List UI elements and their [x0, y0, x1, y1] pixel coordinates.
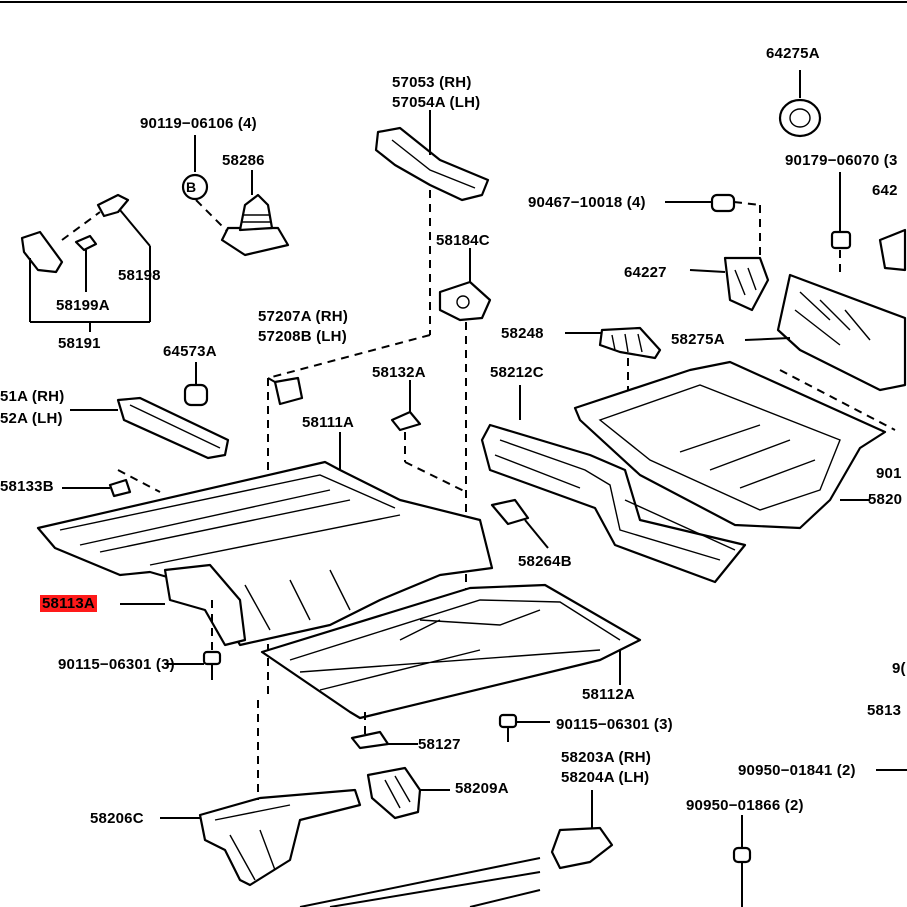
label-58127: 58127 [418, 736, 461, 753]
label-57207a: 57207A (RH) [258, 308, 349, 325]
label-64573a: 64573A [163, 343, 217, 360]
label-64227: 64227 [624, 264, 667, 281]
label-58199a: 58199A [56, 297, 110, 314]
label-90179: 90179−06070 (3 [785, 152, 898, 169]
plug-64573a [183, 362, 209, 407]
label-90950-b: 90950−01866 (2) [686, 797, 804, 814]
label-642: 642 [872, 182, 898, 199]
label-58248: 58248 [501, 325, 544, 342]
label-90467: 90467−10018 (4) [528, 194, 646, 211]
bracket-58191-group [20, 193, 151, 332]
bolt-90179 [830, 172, 852, 275]
panel-58275a [744, 273, 907, 392]
floor-58111a [36, 432, 494, 647]
callout-b: B [186, 179, 197, 195]
part-642 [878, 228, 907, 272]
label-64275a: 64275A [766, 45, 820, 62]
clip-58133b [62, 469, 161, 498]
label-58198: 58198 [118, 267, 161, 284]
label-90115-left: 90115−06301 (3) [58, 656, 175, 673]
label-5820: 5820 [868, 491, 903, 508]
sill-rails [299, 857, 541, 907]
bolt-90950 [732, 769, 907, 907]
label-58206c: 58206C [90, 810, 144, 827]
bracket-58209a [366, 766, 450, 820]
floor-58112a [260, 583, 642, 720]
label-57208b: 57208B (LH) [258, 328, 347, 345]
label-90950-a: 90950−01841 (2) [738, 762, 856, 779]
boot-58286 [181, 135, 290, 257]
label-90119: 90119−06106 (4) [140, 115, 257, 132]
label-58184c: 58184C [436, 232, 490, 249]
label-58286: 58286 [222, 152, 265, 169]
clip-58264b [490, 498, 549, 549]
label-90115-mid: 90115−06301 (3) [556, 716, 673, 733]
label-58203a: 58203A (RH) [561, 749, 652, 766]
label-58132a: 58132A [372, 364, 426, 381]
clip-58132a [390, 380, 467, 493]
floor-58206c [160, 700, 362, 887]
bracket-51a [70, 396, 230, 460]
label-901: 901 [876, 465, 902, 482]
label-58113a-highlight: 58113A [40, 595, 97, 612]
label-51a: 51A (RH) [0, 388, 65, 405]
label-58112a: 58112A [582, 686, 635, 703]
label-58111a: 58111A [302, 414, 355, 431]
label-57054a: 57054A (LH) [392, 94, 481, 111]
label-9: 9( [892, 660, 906, 677]
label-5813: 5813 [867, 702, 902, 719]
floor-rear-right [573, 360, 896, 530]
floor-58212c [480, 385, 747, 584]
label-58113a: 58113A [40, 595, 97, 612]
grommet-64275a [778, 70, 822, 138]
bracket-58203a [550, 790, 614, 870]
label-58191: 58191 [58, 335, 101, 352]
label-58212c: 58212C [490, 364, 544, 381]
label-58264b: 58264B [518, 553, 572, 570]
label-58275a: 58275A [671, 331, 725, 348]
clip-58127 [350, 712, 418, 750]
clip-90467 [665, 193, 761, 213]
bolt-90115-left [165, 600, 222, 680]
label-52a: 52A (LH) [0, 410, 63, 427]
bracket-64227 [689, 205, 770, 312]
label-58133b: 58133B [0, 478, 54, 495]
block-57207a [267, 376, 304, 406]
label-58204a: 58204A (LH) [561, 769, 650, 786]
bolt-90115-mid [498, 713, 550, 742]
label-57053: 57053 (RH) [392, 74, 472, 91]
label-58209a: 58209A [455, 780, 509, 797]
